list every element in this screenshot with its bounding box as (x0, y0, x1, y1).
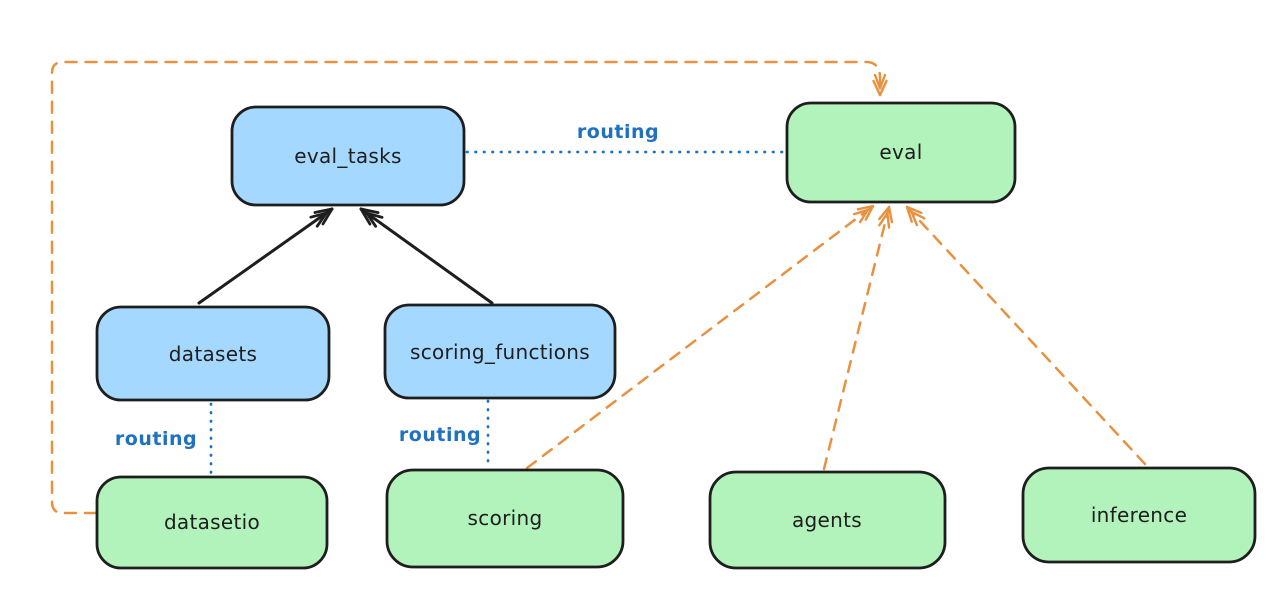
node-label-datasets: datasets (169, 342, 257, 366)
node-agents: agents (708, 470, 947, 570)
node-box-datasets (95, 305, 331, 402)
node-scoring-functions: scoring_functions (383, 303, 617, 400)
node-label-scoring-functions: scoring_functions (410, 340, 590, 364)
node-box-scoring-functions (383, 303, 617, 400)
node-label-scoring: scoring (468, 506, 543, 530)
node-box-inference (1021, 466, 1257, 564)
edge-inference-to-eval (905, 205, 1147, 466)
edge-scoring-functions-to-eval-tasks (359, 207, 494, 305)
edge-label-routing-eval-tasks-eval: routing (577, 121, 659, 143)
node-box-scoring (385, 468, 625, 569)
node-box-eval (785, 101, 1017, 204)
node-label-agents: agents (792, 508, 862, 532)
node-box-datasetio (95, 475, 329, 570)
edge-label-routing-datasets-datasetio: routing (115, 428, 197, 450)
node-label-datasetio: datasetio (164, 510, 260, 534)
edge-label-routing-scoring-functions-scoring: routing (399, 424, 481, 446)
node-eval: eval (785, 101, 1017, 204)
edge-labels: routing routing routing (115, 121, 659, 450)
edge-datasetio-to-eval (50, 60, 888, 515)
node-box-eval-tasks (230, 105, 466, 207)
node-box-agents (708, 470, 947, 570)
edge-datasets-to-eval-tasks (197, 207, 334, 305)
edge-scoring-to-eval (525, 204, 875, 470)
node-label-inference: inference (1091, 503, 1187, 527)
node-inference: inference (1021, 466, 1257, 564)
node-datasets: datasets (95, 305, 331, 402)
node-scoring: scoring (385, 468, 625, 569)
node-label-eval: eval (879, 140, 922, 164)
edge-group-dependencies (50, 60, 1147, 515)
edge-group-routing (209, 150, 786, 475)
edge-agents-to-eval (822, 205, 894, 471)
edge-group-solid (197, 207, 494, 305)
node-datasetio: datasetio (95, 475, 329, 570)
node-eval-tasks: eval_tasks (230, 105, 466, 207)
node-label-eval-tasks: eval_tasks (294, 144, 401, 168)
